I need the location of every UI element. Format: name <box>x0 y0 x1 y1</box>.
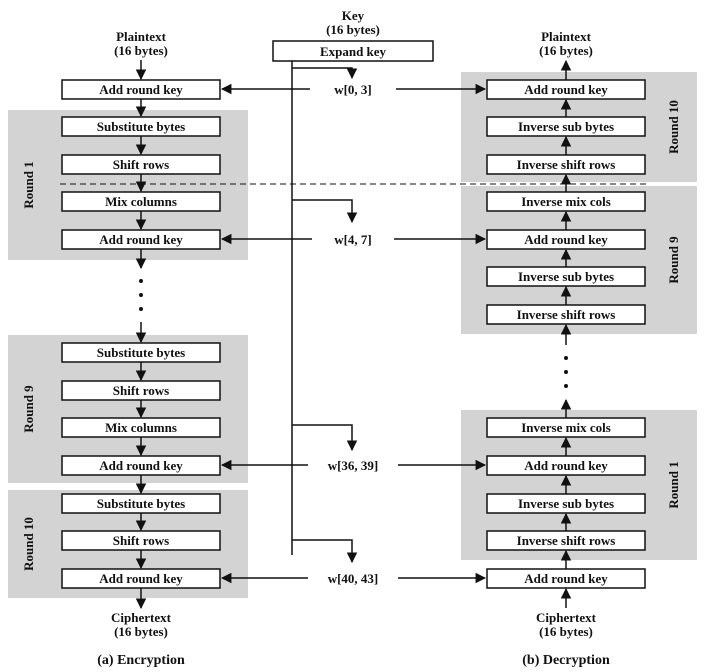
dec-r10-step-2: Inverse sub bytes <box>518 119 614 134</box>
round-key-w40-43: w[40, 43] <box>328 571 379 586</box>
dec-r10-step-1: Inverse shift rows <box>517 157 616 172</box>
key-size: (16 bytes) <box>326 22 380 37</box>
enc-r9-step-1: Substitute bytes <box>97 345 186 360</box>
key-schedule-lines <box>291 61 358 564</box>
enc-round1-label: Round 1 <box>21 161 36 208</box>
enc-ciphertext-size: (16 bytes) <box>114 624 168 639</box>
expand-key-text: Expand key <box>320 44 387 59</box>
enc-r1-step-1: Substitute bytes <box>97 119 186 134</box>
dec-r9-step-3: Add round key <box>524 232 608 247</box>
dec-plaintext-label: Plaintext <box>541 29 591 44</box>
enc-round9-label: Round 9 <box>21 385 36 433</box>
dec-r1-step-4: Inverse mix cols <box>521 420 611 435</box>
dec-round9-label: Round 9 <box>666 236 681 284</box>
dec-r10-step-3: Add round key <box>524 82 608 97</box>
enc-ciphertext-label: Ciphertext <box>111 610 172 625</box>
enc-r10-step-2: Shift rows <box>113 533 169 548</box>
dec-round1-label: Round 1 <box>666 461 681 508</box>
enc-r9-step-4: Add round key <box>99 458 183 473</box>
dec-ciphertext-size: (16 bytes) <box>539 624 593 639</box>
dec-round10-label: Round 10 <box>666 100 681 154</box>
dec-r1-step-3: Add round key <box>524 458 608 473</box>
enc-plaintext-label: Plaintext <box>116 29 166 44</box>
dec-ciphertext-label: Ciphertext <box>536 610 597 625</box>
round-key-arrows <box>220 83 487 584</box>
round-backgrounds <box>8 72 697 598</box>
enc-r1-step-4: Add round key <box>99 232 183 247</box>
dec-initial-add-round-key-text: Add round key <box>524 571 608 586</box>
dec-r9-step-1: Inverse shift rows <box>517 307 616 322</box>
enc-ellipsis-dots <box>139 279 143 311</box>
dec-r1-step-2: Inverse sub bytes <box>518 496 614 511</box>
round-key-w0-3: w[0, 3] <box>334 82 372 97</box>
decryption-caption: (b) Decryption <box>522 653 610 668</box>
dec-ellipsis-dots <box>564 356 568 388</box>
dec-r9-step-4: Inverse mix cols <box>521 194 611 209</box>
enc-round10-label: Round 10 <box>21 517 36 571</box>
enc-boxes <box>61 79 221 589</box>
enc-r10-step-1: Substitute bytes <box>97 496 186 511</box>
enc-r1-step-3: Mix columns <box>105 194 177 209</box>
dec-r1-step-1: Inverse shift rows <box>517 533 616 548</box>
enc-r9-step-2: Shift rows <box>113 383 169 398</box>
expand-key-box <box>272 40 434 62</box>
dec-r9-step-2: Inverse sub bytes <box>518 269 614 284</box>
enc-r10-step-3: Add round key <box>99 571 183 586</box>
round-key-w4-7: w[4, 7] <box>334 232 372 247</box>
enc-r1-step-2: Shift rows <box>113 157 169 172</box>
encryption-caption: (a) Encryption <box>97 653 185 668</box>
key-label: Key <box>342 8 365 23</box>
enc-plaintext-size: (16 bytes) <box>114 43 168 58</box>
enc-r9-step-3: Mix columns <box>105 420 177 435</box>
dec-plaintext-size: (16 bytes) <box>539 43 593 58</box>
round-key-w36-39: w[36, 39] <box>328 458 379 473</box>
enc-initial-add-round-key-text: Add round key <box>99 82 183 97</box>
